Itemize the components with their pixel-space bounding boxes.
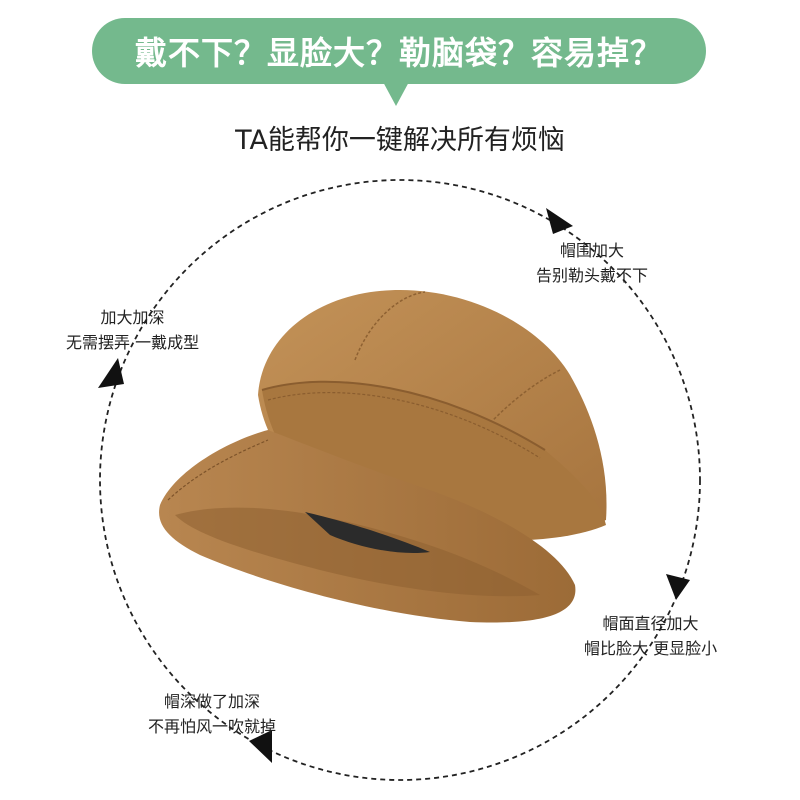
- feature-line2: 无需摆弄 一戴成型: [66, 333, 200, 352]
- feature-line1: 帽面直径加大: [602, 614, 699, 633]
- feature-line1: 帽围加大: [560, 241, 625, 260]
- arrow-icon-right: [666, 574, 690, 600]
- feature-line1: 帽深做了加深: [164, 692, 261, 711]
- feature-line2: 帽比脸大 更显脸小: [584, 639, 718, 658]
- headline-banner: 戴不下？显脸大？勒脑袋？容易掉？: [92, 18, 706, 84]
- feature-label-left: 加大加深 无需摆弄 一戴成型: [66, 305, 199, 355]
- feature-line1: 加大加深: [100, 308, 165, 327]
- arrow-icon-left: [98, 358, 124, 388]
- feature-label-bottom-left: 帽深做了加深 不再怕风一吹就掉: [148, 689, 276, 739]
- arrow-icon-top-right: [546, 208, 573, 234]
- banner-pointer: [382, 80, 410, 106]
- subtitle: TA能帮你一键解决所有烦恼: [235, 125, 565, 156]
- dashed-circle: [99, 179, 701, 781]
- feature-line2: 告别勒头戴不下: [536, 266, 649, 285]
- arrow-icon-bottom-left: [249, 730, 272, 763]
- feature-line2: 不再怕风一吹就掉: [148, 717, 277, 736]
- feature-label-top-right: 帽围加大 告别勒头戴不下: [536, 238, 648, 288]
- bucket-hat-image: [159, 290, 607, 623]
- headline-text: 戴不下？显脸大？勒脑袋？容易掉？: [134, 34, 663, 72]
- feature-label-right: 帽面直径加大 帽比脸大 更显脸小: [584, 611, 717, 661]
